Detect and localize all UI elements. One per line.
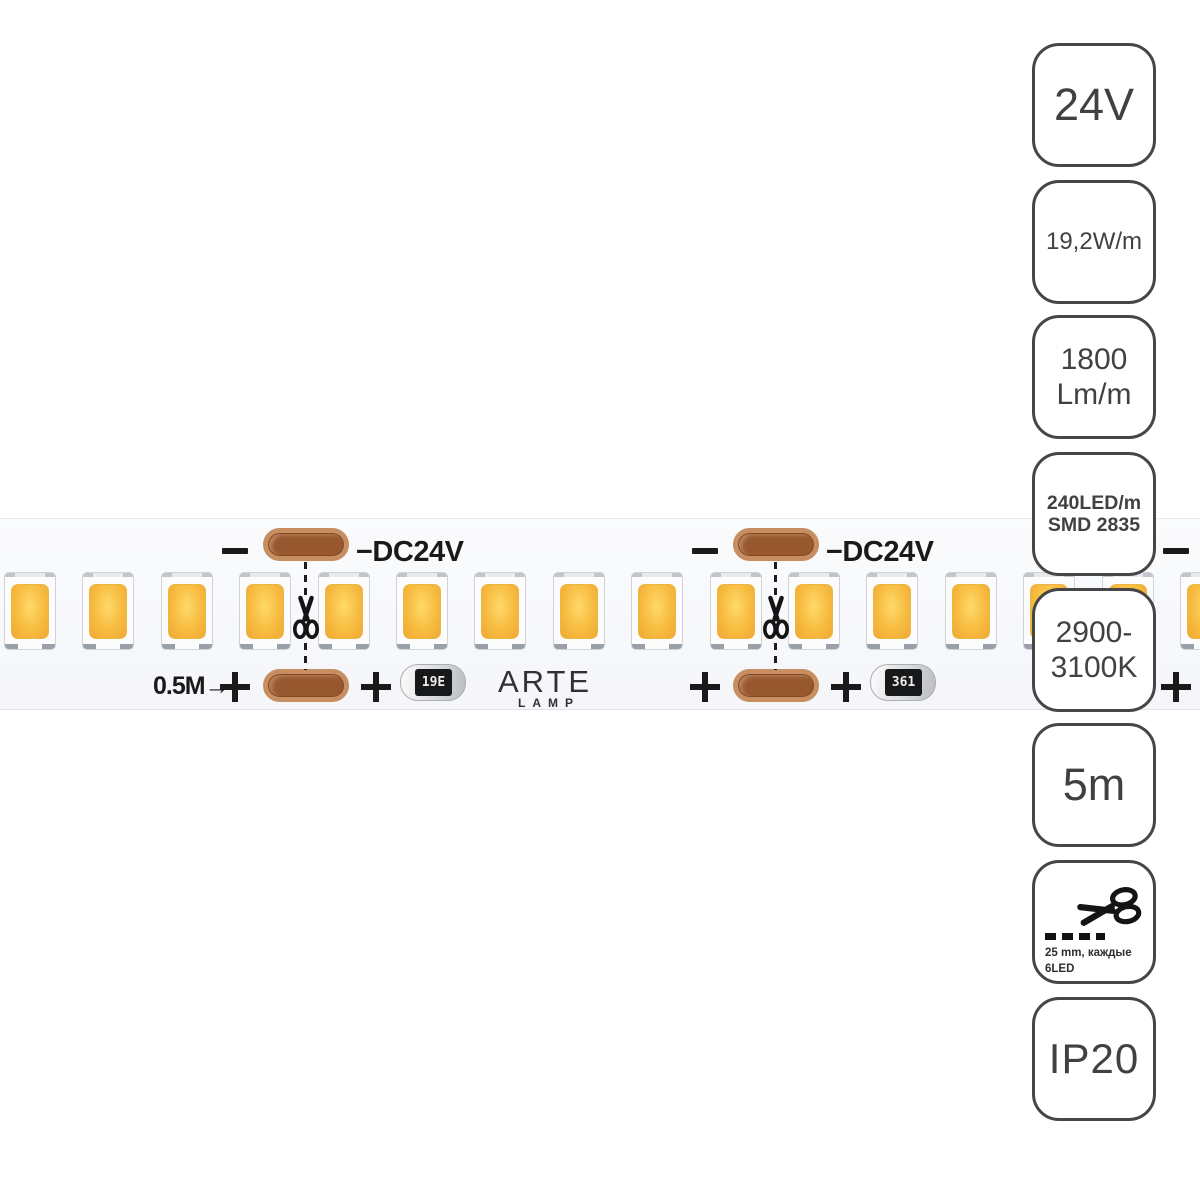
led-emitter <box>167 584 206 639</box>
brand-name: ARTE <box>497 664 593 699</box>
led-chip <box>160 572 213 650</box>
led-emitter <box>951 584 990 639</box>
badge-label: 2900- <box>1055 615 1133 649</box>
badge-label: 1800 <box>1060 342 1128 376</box>
brand-subname: LAMP <box>518 696 580 710</box>
led-chip <box>239 572 292 650</box>
plus-label <box>1161 672 1191 702</box>
led-chip <box>709 572 762 650</box>
minus-label <box>222 548 248 554</box>
led-emitter <box>873 584 912 639</box>
cut-step-label: 25 mm, каждые <box>1045 947 1132 959</box>
resistor: 361 <box>870 664 936 701</box>
led-emitter <box>638 584 677 639</box>
plus-label <box>220 672 250 702</box>
led-chip <box>317 572 370 650</box>
resistor-code-label: 361 <box>885 669 922 696</box>
badge-label: 5m <box>1062 759 1126 811</box>
badge-label: Lm/m <box>1056 378 1132 411</box>
led-emitter <box>559 584 598 639</box>
led-emitter <box>795 584 833 639</box>
badge-label: 240LED/m <box>1046 491 1142 514</box>
led-chip <box>4 572 56 650</box>
badge-label: 24V <box>1053 79 1135 131</box>
cut-step-label: 6LED <box>1045 963 1075 975</box>
led-emitter <box>89 584 128 639</box>
badge-label: IP20 <box>1048 1034 1140 1082</box>
solder-pad <box>263 528 349 561</box>
plus-label <box>690 672 720 702</box>
dc-voltage-label: −DC24V <box>826 536 934 568</box>
badge-label: 3100K <box>1050 651 1138 684</box>
brand-logo: ARTE LAMP <box>492 664 598 710</box>
led-chip <box>1180 572 1200 650</box>
solder-pad <box>733 669 819 702</box>
led-emitter <box>1187 584 1200 639</box>
plus-label <box>361 672 391 702</box>
scissors-icon <box>763 595 789 639</box>
dc-voltage-label: −DC24V <box>356 536 464 568</box>
badge-label: SMD 2835 <box>1047 514 1141 536</box>
cut-dashed-line <box>1045 933 1105 940</box>
minus-label <box>692 548 718 554</box>
led-emitter <box>403 584 441 639</box>
resistor: 19E <box>400 664 466 701</box>
spec-badge-color-temperature: 2900-3100K <box>1032 588 1156 712</box>
cut-line <box>304 562 307 600</box>
spec-badge-power: 19,2W/m <box>1032 180 1156 304</box>
badge-label: 19,2W/m <box>1045 227 1143 255</box>
cut-line <box>304 643 307 670</box>
solder-pad <box>733 528 819 561</box>
spec-badge-voltage: 24V <box>1032 43 1156 167</box>
led-chip <box>631 572 684 650</box>
led-emitter <box>716 584 755 639</box>
scissors-icon <box>293 595 319 639</box>
led-emitter <box>11 584 49 639</box>
cut-line <box>774 562 777 600</box>
led-chip <box>552 572 605 650</box>
led-emitter <box>246 584 285 639</box>
led-chip <box>474 572 527 650</box>
led-chip <box>788 572 840 650</box>
length-marker: 0.5M→ <box>153 672 230 700</box>
led-chip <box>944 572 997 650</box>
plus-label <box>831 672 861 702</box>
spec-badge-ip-rating: IP20 <box>1032 997 1156 1121</box>
minus-label <box>1163 548 1189 554</box>
led-chip <box>866 572 919 650</box>
solder-pad <box>263 669 349 702</box>
scissors-icon <box>1077 887 1142 926</box>
spec-badge-length: 5m <box>1032 723 1156 847</box>
led-chip <box>82 572 135 650</box>
led-emitter <box>481 584 520 639</box>
led-chip <box>396 572 448 650</box>
resistor-code-label: 19E <box>415 669 452 696</box>
led-emitter <box>324 584 363 639</box>
cut-line <box>774 643 777 670</box>
spec-badge-cut-step: 25 mm, каждые 6LED <box>1032 860 1156 984</box>
